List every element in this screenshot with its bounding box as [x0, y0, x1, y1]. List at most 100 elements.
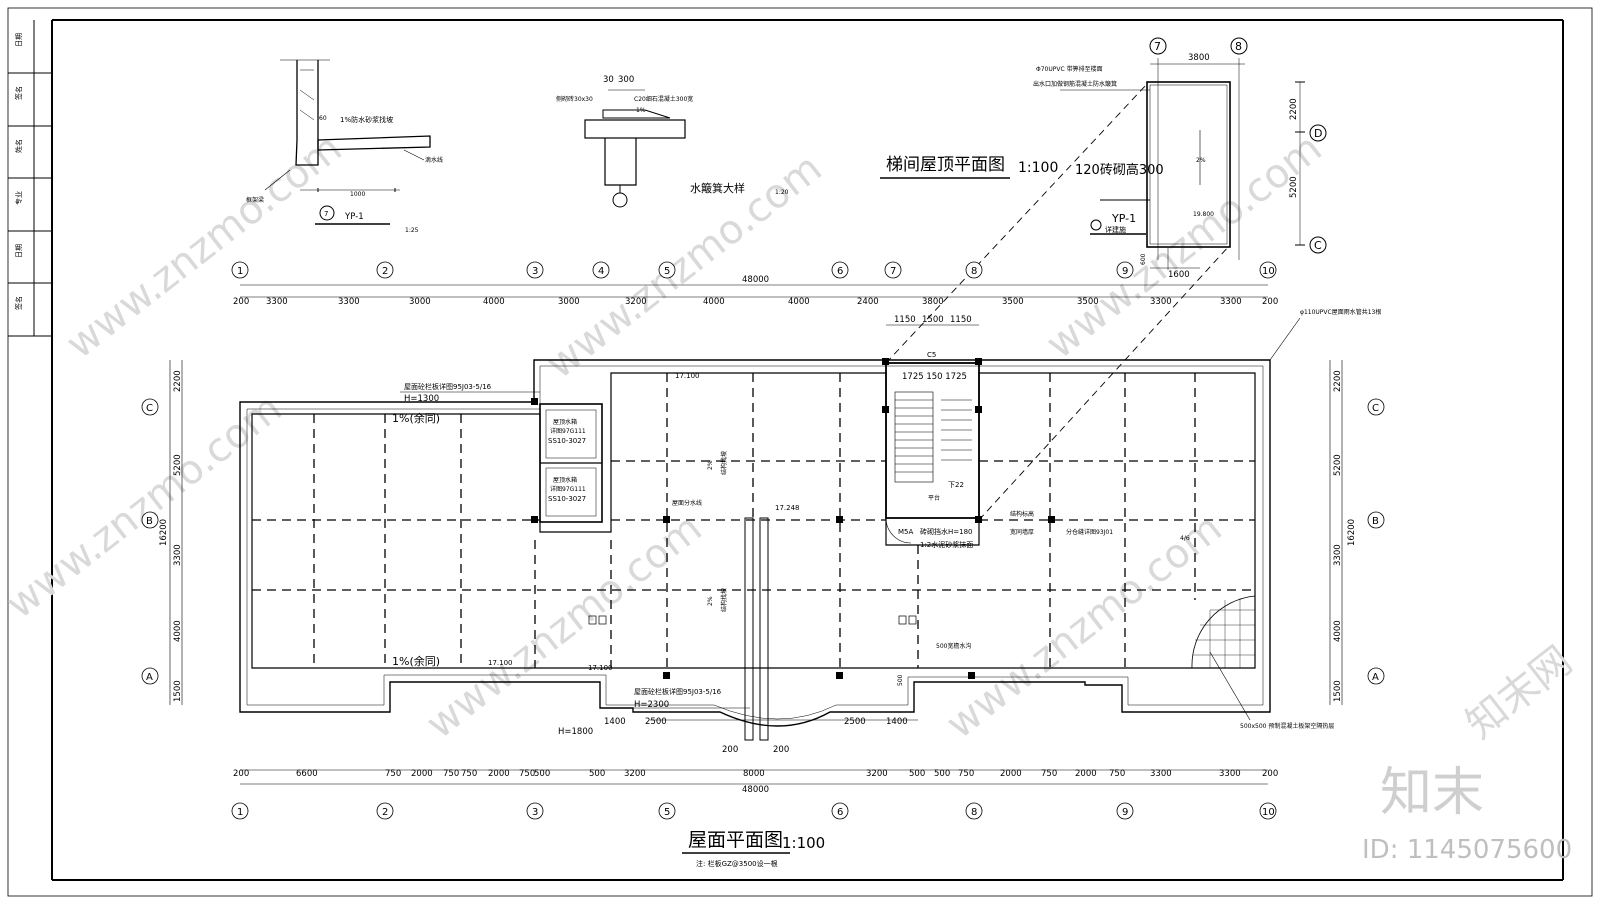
svg-text:2%: 2%	[707, 596, 714, 606]
svg-text:19.800: 19.800	[1193, 211, 1214, 218]
watermark-text: www.znzmo.com	[58, 125, 351, 368]
svg-text:1:20: 1:20	[775, 189, 789, 196]
svg-text:5200: 5200	[173, 454, 183, 476]
roof-annotations: 屋面砼栏板详图95J03-5/16 H=1300 1%(余同) 1%(余同) 屋…	[392, 308, 1381, 755]
svg-text:姓名: 姓名	[14, 139, 23, 153]
svg-text:B: B	[146, 516, 153, 527]
svg-text:16200: 16200	[159, 519, 169, 546]
svg-text:200: 200	[233, 769, 249, 779]
svg-text:6600: 6600	[296, 769, 318, 779]
svg-text:30: 30	[603, 75, 614, 85]
svg-text:1600: 1600	[1168, 270, 1190, 280]
column-markers	[531, 358, 1055, 679]
roof-plan-note: 注: 栏板GZ@3500设一根	[696, 859, 778, 868]
svg-text:7: 7	[890, 266, 896, 277]
svg-text:2%: 2%	[707, 460, 714, 470]
svg-text:500: 500	[589, 769, 605, 779]
svg-text:17.248: 17.248	[775, 504, 800, 512]
roof-plan: 1 2 3 4 5 6 7 8 9 10 1 2 3 5 6 8 9 10 C …	[141, 261, 1385, 868]
svg-text:出水口加做钢筋混凝土防水簸箕: 出水口加做钢筋混凝土防水簸箕	[1033, 80, 1117, 88]
svg-text:9: 9	[1122, 807, 1128, 818]
svg-text:侧砌砖30x30: 侧砌砖30x30	[556, 95, 593, 103]
svg-text:下22: 下22	[948, 481, 964, 489]
svg-text:750: 750	[958, 769, 974, 779]
svg-text:8: 8	[971, 266, 977, 277]
detail-yp1: 1%防水砂浆找坡 60 1000 滴水线 框架梁 7 YP-1 1:25	[246, 59, 443, 234]
svg-text:9: 9	[1122, 266, 1128, 277]
svg-text:1:2水泥砂浆抹面: 1:2水泥砂浆抹面	[920, 540, 973, 549]
svg-text:8000: 8000	[743, 769, 765, 779]
svg-text:C5: C5	[927, 351, 936, 359]
svg-text:3300: 3300	[1150, 769, 1172, 779]
svg-text:C: C	[146, 403, 153, 414]
svg-text:750: 750	[461, 769, 477, 779]
dustpan-title: 水簸箕大样	[690, 181, 745, 195]
svg-text:4000: 4000	[483, 297, 505, 307]
svg-text:3300: 3300	[1220, 297, 1242, 307]
axis-bubbles-top	[141, 261, 1385, 820]
watermark-text: www.znzmo.com	[538, 145, 831, 388]
svg-text:1500: 1500	[1333, 680, 1343, 702]
svg-text:5: 5	[664, 807, 670, 818]
svg-text:200: 200	[722, 745, 738, 755]
top-dimensions: 200 3300 3300 3000 4000 3000 3200 4000 4…	[233, 275, 1278, 382]
svg-text:1%(余同): 1%(余同)	[392, 654, 440, 668]
svg-text:2400: 2400	[857, 297, 879, 307]
svg-text:200: 200	[233, 297, 249, 307]
svg-text:5200: 5200	[1333, 454, 1343, 476]
svg-text:3800: 3800	[1188, 53, 1210, 63]
svg-text:8: 8	[1235, 40, 1242, 53]
svg-text:5: 5	[664, 266, 670, 277]
yp1-beam: 框架梁	[246, 196, 264, 204]
svg-text:300: 300	[618, 75, 634, 85]
svg-text:16200: 16200	[1347, 519, 1357, 546]
svg-text:3000: 3000	[558, 297, 580, 307]
svg-text:200: 200	[1262, 769, 1278, 779]
svg-text:3300: 3300	[338, 297, 360, 307]
svg-text:750: 750	[385, 769, 401, 779]
svg-text:17.100: 17.100	[675, 372, 700, 380]
svg-text:600: 600	[1140, 253, 1147, 265]
svg-text:2000: 2000	[411, 769, 433, 779]
svg-text:2: 2	[382, 807, 388, 818]
svg-text:屋顶水箱: 屋顶水箱	[553, 418, 577, 426]
svg-text:17.100: 17.100	[488, 659, 513, 667]
svg-text:1500: 1500	[173, 680, 183, 702]
svg-text:3300: 3300	[173, 544, 183, 566]
svg-text:500: 500	[909, 769, 925, 779]
svg-text:屋面分水线: 屋面分水线	[672, 499, 702, 507]
svg-text:签名: 签名	[14, 86, 23, 100]
svg-text:D: D	[1314, 127, 1322, 140]
svg-text:结构找坡: 结构找坡	[720, 451, 728, 475]
svg-text:3000: 3000	[409, 297, 431, 307]
svg-text:2000: 2000	[1075, 769, 1097, 779]
svg-text:3200: 3200	[624, 769, 646, 779]
svg-text:500: 500	[934, 769, 950, 779]
svg-text:结构找坡: 结构找坡	[720, 588, 728, 612]
svg-text:3300: 3300	[1150, 297, 1172, 307]
svg-text:5200: 5200	[1289, 176, 1299, 198]
svg-text:3200: 3200	[625, 297, 647, 307]
yp1-drip: 滴水线	[425, 156, 443, 164]
yp1-dim60: 60	[319, 115, 327, 122]
watermark-layer: www.znzmo.com www.znzmo.com www.znzmo.co…	[0, 125, 1581, 865]
svg-text:3300: 3300	[1333, 544, 1343, 566]
svg-text:500x500 预制混凝土板架空隔热层: 500x500 预制混凝土板架空隔热层	[1240, 722, 1334, 730]
svg-text:1: 1	[237, 807, 243, 818]
svg-text:4000: 4000	[173, 620, 183, 642]
svg-text:1: 1	[237, 266, 243, 277]
svg-text:H=1800: H=1800	[558, 727, 593, 737]
svg-text:4000: 4000	[1333, 620, 1343, 642]
svg-text:C: C	[1314, 239, 1322, 252]
svg-text:3: 3	[532, 807, 538, 818]
svg-text:2000: 2000	[488, 769, 510, 779]
svg-text:Φ70UPVC 带箅排至楼面: Φ70UPVC 带箅排至楼面	[1036, 65, 1103, 73]
svg-text:2200: 2200	[173, 370, 183, 392]
svg-text:3200: 3200	[866, 769, 888, 779]
detail-dustpan: 30 300 侧砌砖30x30 C20细石混凝土300宽 1% 水簸箕大样 1:…	[556, 75, 789, 208]
svg-text:1%: 1%	[636, 107, 646, 114]
svg-text:8: 8	[971, 807, 977, 818]
svg-text:φ110UPVC屋面雨水管共13根: φ110UPVC屋面雨水管共13根	[1300, 308, 1381, 316]
bottom-total: 48000	[742, 785, 769, 795]
